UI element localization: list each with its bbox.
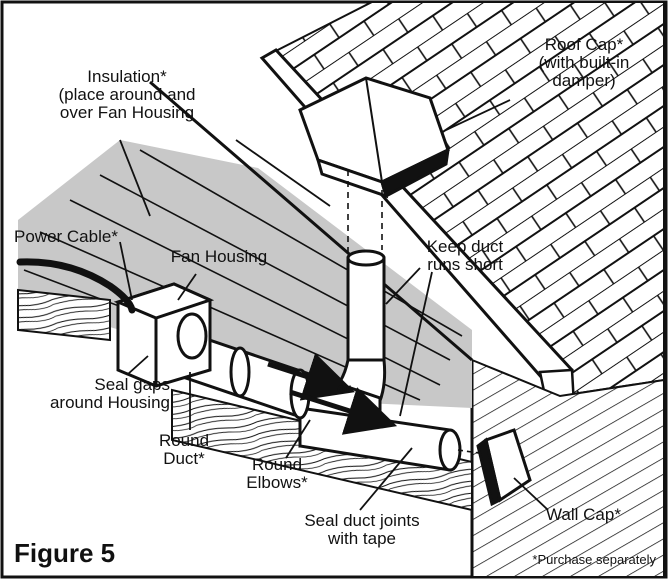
label-insulation: Insulation* (place around and over Fan H…: [42, 68, 212, 122]
label-seal-gaps: Seal gaps around Housing: [20, 376, 170, 412]
label-insulation-line-1: Insulation*: [87, 67, 167, 86]
power-cable: [16, 258, 136, 314]
label-seal-joints-line-2: with tape: [327, 529, 397, 548]
label-roof-cap: Roof Cap* (with built-in damper): [514, 36, 654, 90]
label-keep-duct-line-1: Keep duct: [426, 237, 504, 256]
label-seal-gaps-line-2: around Housing: [49, 393, 170, 412]
label-keep-duct-line-2: runs short: [427, 255, 503, 274]
footnote: *Purchase separately: [532, 552, 656, 567]
label-wall-cap: Wall Cap*: [546, 506, 621, 524]
label-fan-housing: Fan Housing: [154, 248, 284, 266]
label-roof-cap-line-1: Roof Cap*: [544, 35, 624, 54]
label-roof-cap-line-3: damper): [552, 71, 616, 90]
airflow-arrow-right: [289, 387, 398, 435]
label-round-elbows-line-1: Round: [251, 455, 303, 474]
label-fan-housing-line-1: Fan Housing: [170, 247, 268, 266]
label-round-duct-line-2: Duct*: [163, 449, 205, 468]
label-round-duct: Round Duct*: [144, 432, 224, 468]
label-keep-duct-short: Keep duct runs short: [410, 238, 520, 274]
rafter-line: [149, 80, 473, 362]
figure-title: Figure 5: [14, 538, 116, 568]
label-power-cable: Power Cable*: [14, 228, 118, 246]
airflow-arrow-up: [267, 352, 356, 401]
duct-end: [438, 428, 462, 472]
roof-cap-illustration: [298, 76, 450, 199]
label-seal-joints-line-1: Seal duct joints: [304, 511, 420, 530]
leader-lines: [119, 99, 549, 511]
label-round-elbows: Round Elbows*: [232, 456, 322, 492]
label-round-duct-line-1: Round: [158, 431, 210, 450]
label-or: or: [337, 380, 351, 396]
label-seal-joints: Seal duct joints with tape: [282, 512, 442, 548]
label-wall-cap-line-1: Wall Cap*: [546, 505, 621, 524]
label-roof-cap-line-2: (with built-in: [538, 53, 630, 72]
label-round-elbows-line-2: Elbows*: [246, 473, 308, 492]
label-seal-gaps-line-1: Seal gaps: [94, 375, 170, 394]
fan-housing-illustration: [113, 282, 215, 388]
label-power-cable-line-1: Power Cable*: [14, 227, 118, 246]
label-insulation-line-2: (place around and: [58, 85, 196, 104]
label-insulation-line-3: over Fan Housing: [59, 103, 195, 122]
wood-beam-front: [17, 288, 111, 342]
duct-joint-1: [229, 346, 251, 398]
